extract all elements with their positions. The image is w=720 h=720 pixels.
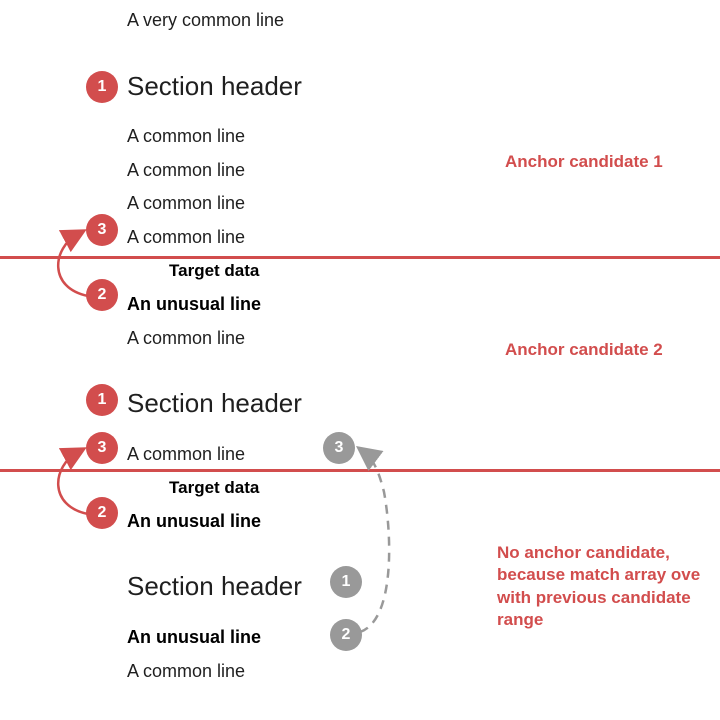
gray-dashed-arrow xyxy=(356,445,391,634)
common-line-4: A common line xyxy=(127,227,246,247)
red-arrow-2 xyxy=(57,447,89,516)
badge-step-1: 1 xyxy=(86,71,118,103)
target-data-1: Target data xyxy=(169,261,260,280)
anchor-candidate-2-label: Anchor candidate 2 xyxy=(505,340,663,359)
common-line-7: A common line xyxy=(127,661,246,681)
anchor-candidate-1-label: Anchor candidate 1 xyxy=(505,152,663,171)
very-common-line: A very common line xyxy=(127,10,285,30)
unusual-line-3: An unusual line xyxy=(127,627,262,647)
target-data-2: Target data xyxy=(169,478,260,497)
unusual-line-2: An unusual line xyxy=(127,511,262,531)
badge-step-3-inactive: 3 xyxy=(323,432,355,464)
no-anchor-note-line-4: range xyxy=(497,610,544,629)
common-line-3: A common line xyxy=(127,193,246,213)
common-line-5: A common line xyxy=(127,328,246,348)
no-anchor-note-line-3: with previous candidate xyxy=(497,588,691,607)
badge-step-3: 3 xyxy=(86,432,118,464)
badge-step-1: 1 xyxy=(86,384,118,416)
no-anchor-note-line-1: No anchor candidate, xyxy=(497,543,670,562)
common-line-1: A common line xyxy=(127,126,246,146)
common-line-2: A common line xyxy=(127,160,246,180)
section-header-3: Section header xyxy=(127,571,302,601)
common-line-6: A common line xyxy=(127,444,246,464)
no-anchor-note-line-2: because match array ove xyxy=(497,565,701,584)
red-arrow-1 xyxy=(57,229,89,298)
badge-step-3: 3 xyxy=(86,214,118,246)
section-header-1: Section header xyxy=(127,71,302,101)
badge-step-2: 2 xyxy=(86,279,118,311)
badge-step-2-inactive: 2 xyxy=(330,619,362,651)
section-header-2: Section header xyxy=(127,388,302,418)
divider-line-1 xyxy=(0,256,720,259)
unusual-line-1: An unusual line xyxy=(127,294,262,314)
badge-step-2: 2 xyxy=(86,497,118,529)
badge-step-1-inactive: 1 xyxy=(330,566,362,598)
